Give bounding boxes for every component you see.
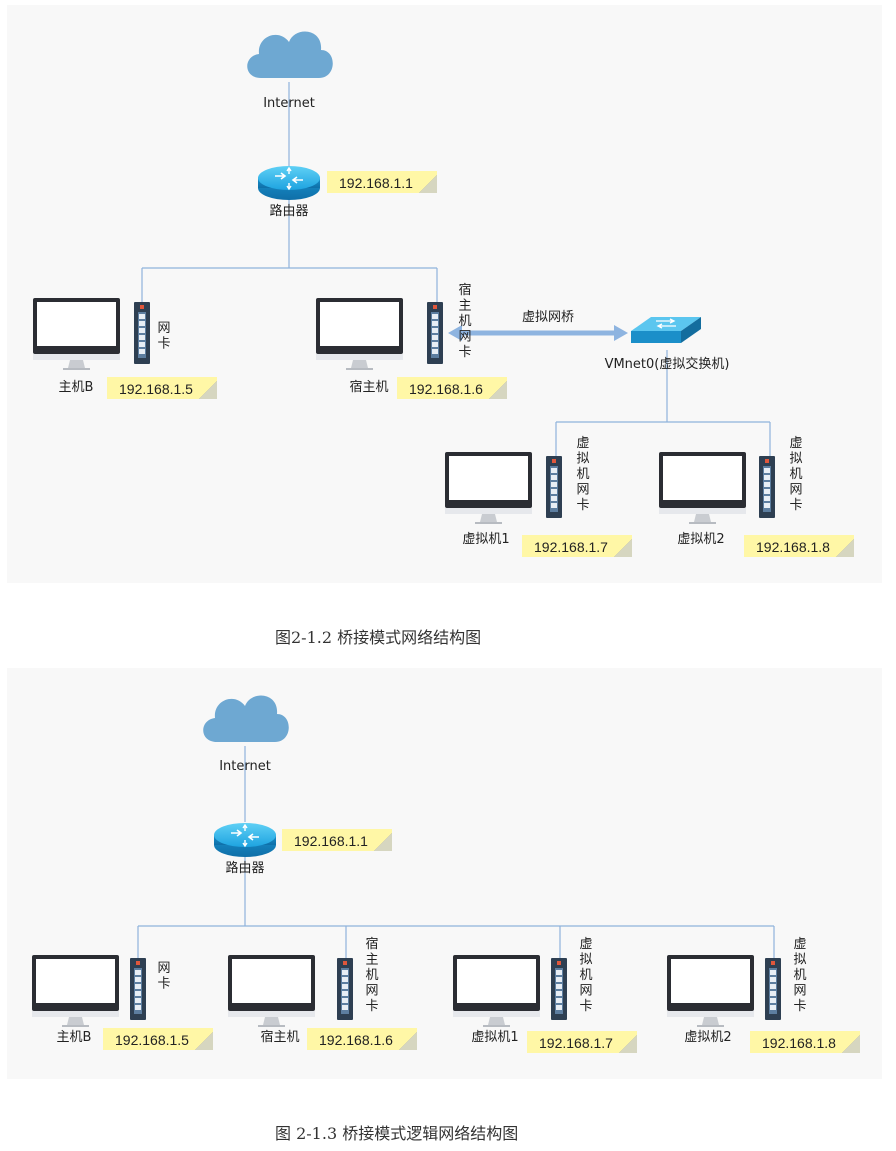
- vmnet-label: VMnet0(虚拟交换机): [605, 356, 730, 372]
- vm1-nic-label-2: 虚拟机网卡: [579, 937, 592, 1014]
- host-ip-text: 192.168.1.6: [409, 381, 483, 397]
- router-label: 路由器: [269, 203, 308, 219]
- logical-mode-diagram: Internet 路由器 192.168.1.1 主机B 网卡 192.168.…: [32, 695, 861, 1054]
- virtual-switch-icon: [630, 316, 702, 344]
- bridge-label: 虚拟网桥: [522, 310, 574, 325]
- router-ip-text-2: 192.168.1.1: [294, 833, 368, 849]
- host-b-nic-icon: [134, 302, 150, 364]
- internet-label-2: Internet: [219, 759, 271, 774]
- vm2-ip-note: 192.168.1.8: [743, 534, 855, 558]
- virtual-bridge-arrow: [448, 325, 628, 341]
- vm2-nic-icon-2: [765, 958, 781, 1020]
- vm2-nic-label: 虚拟机网卡: [789, 436, 802, 513]
- connection-lines: [141, 82, 771, 456]
- host-nic-label: 宿主机网卡: [458, 282, 471, 360]
- host-label: 宿主机: [349, 379, 388, 395]
- host-b-monitor-icon-2: [32, 955, 119, 1027]
- router-label-2: 路由器: [225, 860, 264, 876]
- vm2-ip-text: 192.168.1.8: [756, 539, 830, 555]
- vm1-label: 虚拟机1: [462, 532, 509, 547]
- host-b-ip-text-2: 192.168.1.5: [115, 1032, 189, 1048]
- vm2-ip-text-2: 192.168.1.8: [762, 1035, 836, 1051]
- host-b-nic-icon-2: [130, 958, 146, 1020]
- vm1-ip-note: 192.168.1.7: [521, 534, 633, 558]
- host-nic-icon: [427, 302, 443, 364]
- host-b-ip-text: 192.168.1.5: [119, 381, 193, 397]
- router-icon: [257, 165, 321, 201]
- host-b-label-2: 主机B: [57, 1030, 92, 1045]
- host-b-nic-label-2: 网卡: [157, 961, 170, 992]
- vm2-nic-icon: [759, 456, 775, 518]
- vm2-monitor-icon: [659, 452, 746, 524]
- vm1-ip-text-2: 192.168.1.7: [539, 1035, 613, 1051]
- host-b-ip-note: 192.168.1.5: [106, 376, 218, 400]
- internet-cloud-icon-2: [203, 695, 289, 742]
- vm1-ip-note-2: 192.168.1.7: [526, 1030, 638, 1054]
- bridge-mode-diagram: 虚拟网桥 Internet 路由器 192.168.1.1 主机B 网卡 192…: [33, 31, 855, 558]
- vm2-nic-label-2: 虚拟机网卡: [793, 937, 806, 1014]
- host-monitor-icon-2: [228, 955, 315, 1027]
- host-nic-icon-2: [337, 958, 353, 1020]
- vm1-monitor-icon-2: [453, 955, 540, 1027]
- connection-lines-2: [137, 746, 775, 960]
- host-ip-note-2: 192.168.1.6: [306, 1027, 418, 1051]
- vm1-label-2: 虚拟机1: [471, 1030, 518, 1045]
- host-b-nic-label: 网卡: [157, 321, 170, 352]
- host-b-monitor-icon: [33, 298, 120, 370]
- host-ip-note: 192.168.1.6: [396, 376, 508, 400]
- vm2-monitor-icon-2: [667, 955, 754, 1027]
- host-ip-text-2: 192.168.1.6: [319, 1032, 393, 1048]
- figure-caption-2: 图 2-1.3 桥接模式逻辑网络结构图: [275, 1124, 519, 1143]
- internet-cloud-icon: [247, 31, 333, 78]
- vm1-nic-icon-2: [551, 958, 567, 1020]
- vm2-label-2: 虚拟机2: [684, 1030, 731, 1045]
- vm2-label: 虚拟机2: [677, 532, 724, 547]
- vm1-ip-text: 192.168.1.7: [534, 539, 608, 555]
- host-nic-label-2: 宿主机网卡: [365, 936, 378, 1014]
- host-b-label: 主机B: [59, 380, 94, 395]
- host-label-2: 宿主机: [260, 1029, 299, 1045]
- router-ip-text: 192.168.1.1: [339, 175, 413, 191]
- internet-label: Internet: [263, 96, 315, 111]
- host-monitor-icon: [316, 298, 403, 370]
- vm1-nic-icon: [546, 456, 562, 518]
- vm1-monitor-icon: [445, 452, 532, 524]
- router-ip-note: 192.168.1.1: [326, 170, 438, 194]
- vm1-nic-label: 虚拟机网卡: [576, 436, 589, 513]
- host-b-ip-note-2: 192.168.1.5: [102, 1027, 214, 1051]
- vm2-ip-note-2: 192.168.1.8: [749, 1030, 861, 1054]
- router-icon-2: [213, 822, 277, 858]
- figure-caption-1: 图2-1.2 桥接模式网络结构图: [275, 628, 482, 647]
- router-ip-note-2: 192.168.1.1: [281, 828, 393, 852]
